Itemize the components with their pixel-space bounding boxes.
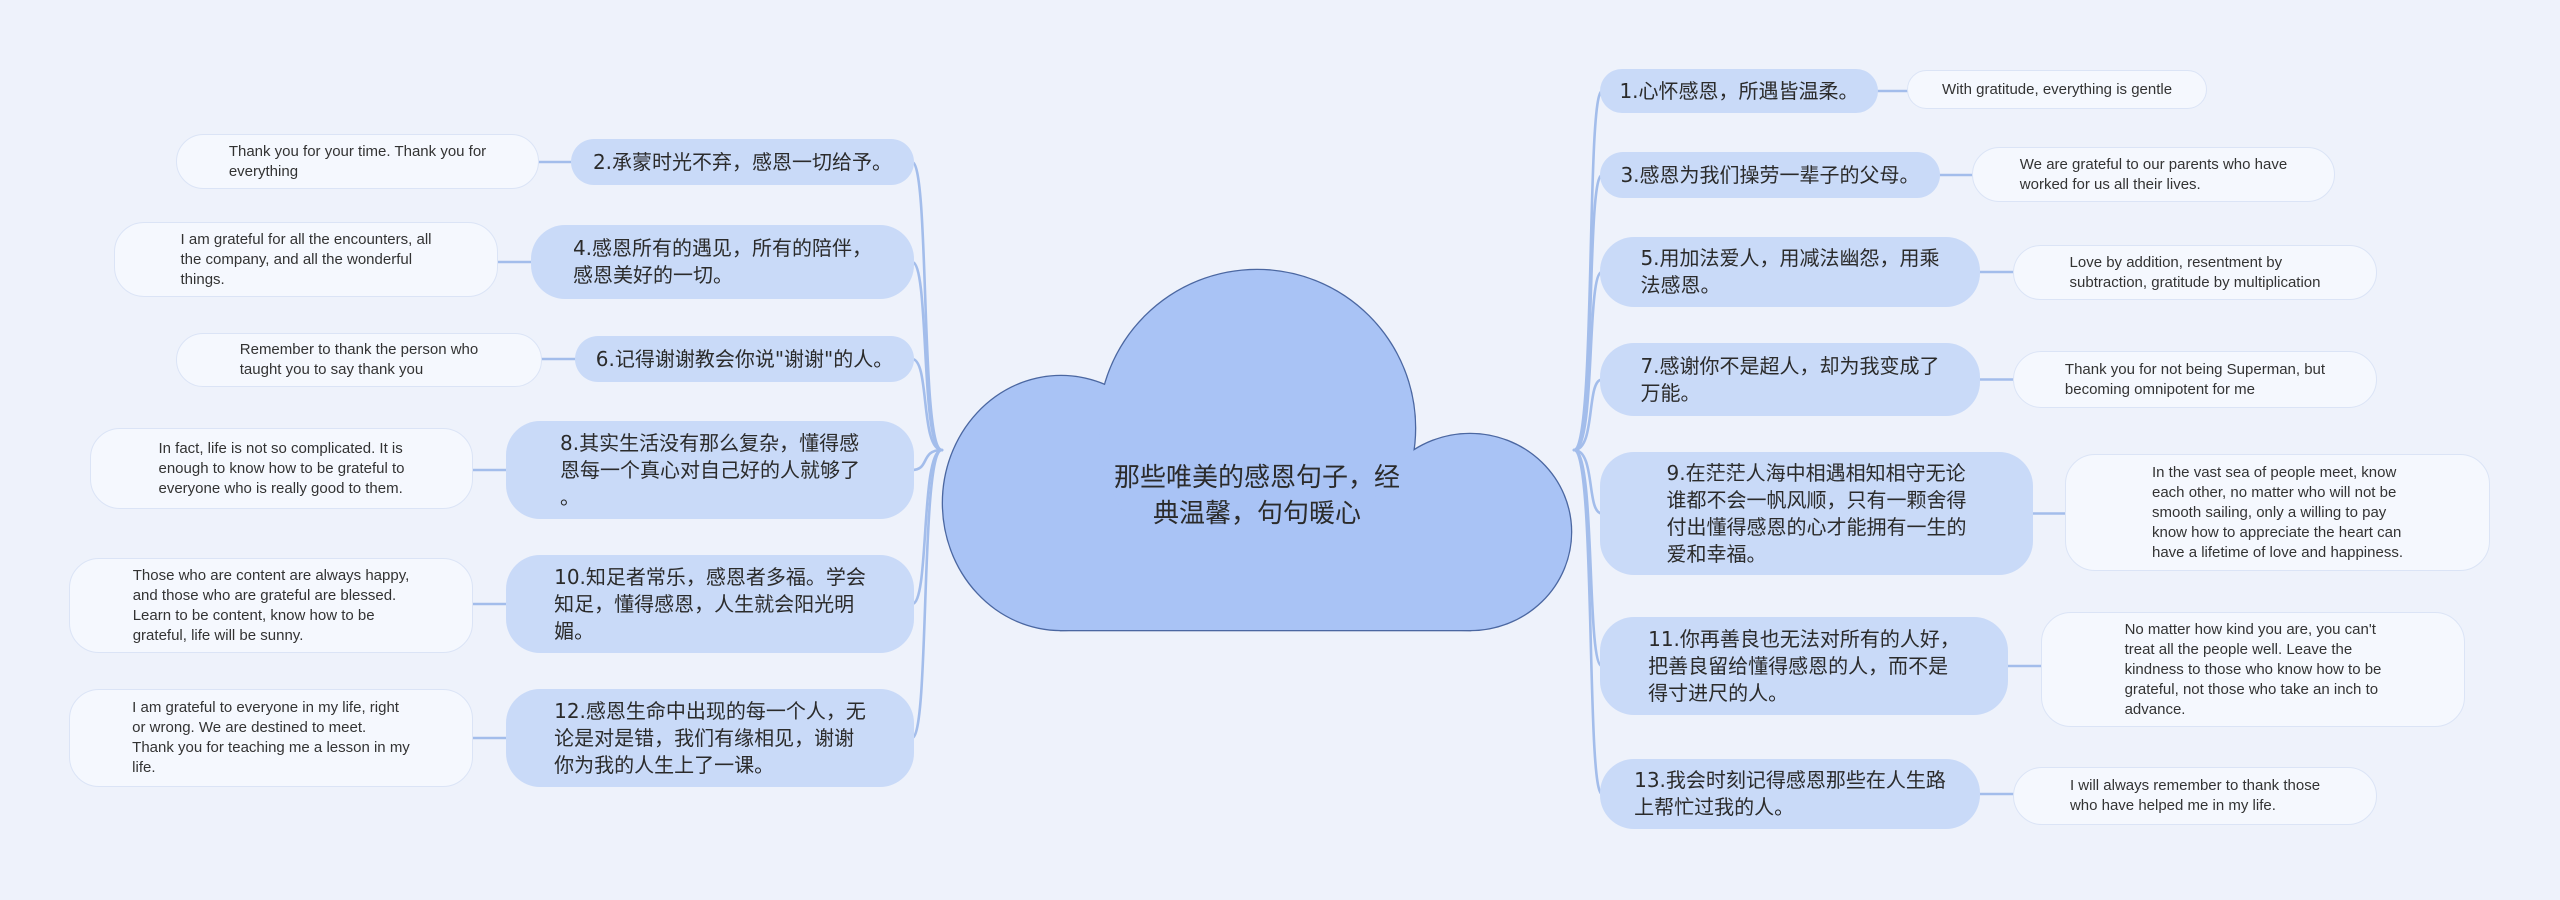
left-topic-1-label: 2.承蒙时光不弃，感恩一切给予。 bbox=[592, 149, 893, 174]
left-note-3-label: Remember to thank the person who taught … bbox=[239, 341, 479, 378]
connector-line bbox=[1572, 448, 1604, 515]
right-note-2-label: We are grateful to our parents who have … bbox=[2019, 155, 2288, 193]
left-topic-4: 8.其实生活没有那么复杂，懂得感 恩每一个真心对自己好的人就够了 。 bbox=[506, 421, 914, 519]
right-topic-5: 9.在茫茫人海中相遇相知相守无论 谁都不会一帆风顺，只有一颗舍得 付出懂得感恩的… bbox=[1600, 452, 2033, 575]
central-topic-cloud bbox=[941, 268, 1573, 632]
connector-line bbox=[910, 448, 944, 740]
right-topic-4: 7.感谢你不是超人，却为我变成了 万能。 bbox=[1600, 343, 1980, 416]
right-note-3-label: Love by addition, resentment by subtract… bbox=[2069, 253, 2321, 291]
left-topic-5-label: 10.知足者常乐，感恩者多福。学会 知足，懂得感恩，人生就会阳光明 媚。 bbox=[554, 564, 866, 643]
right-note-6-label: No matter how kind you are, you can't tr… bbox=[2124, 620, 2382, 718]
right-note-3: Love by addition, resentment by subtract… bbox=[2013, 245, 2377, 300]
left-topic-3: 6.记得谢谢教会你说"谢谢"的人。 bbox=[575, 336, 914, 382]
left-note-5-label: Those who are content are always happy, … bbox=[132, 566, 410, 644]
right-topic-1: 1.心怀感恩，所遇皆温柔。 bbox=[1600, 69, 1878, 113]
left-note-4-label: In fact, life is not so complicated. It … bbox=[158, 439, 405, 497]
left-note-1: Thank you for your time. Thank you for e… bbox=[176, 134, 539, 189]
left-topic-4-label: 8.其实生活没有那么复杂，懂得感 恩每一个真心对自己好的人就够了 。 bbox=[560, 430, 860, 509]
right-topic-5-label: 9.在茫茫人海中相遇相知相守无论 谁都不会一帆风顺，只有一颗舍得 付出懂得感恩的… bbox=[1666, 460, 1967, 566]
right-note-6: No matter how kind you are, you can't tr… bbox=[2041, 612, 2465, 727]
connector-line bbox=[910, 357, 944, 452]
left-note-5: Those who are content are always happy, … bbox=[69, 558, 473, 653]
connector-line bbox=[1572, 173, 1604, 452]
connector-line bbox=[1572, 448, 1604, 668]
left-note-4: In fact, life is not so complicated. It … bbox=[90, 428, 473, 509]
right-topic-4-label: 7.感谢你不是超人，却为我变成了 万能。 bbox=[1640, 353, 1940, 405]
left-topic-3-label: 6.记得谢谢教会你说"谢谢"的人。 bbox=[595, 346, 894, 371]
left-note-1-label: Thank you for your time. Thank you for e… bbox=[228, 142, 487, 180]
right-topic-6-label: 11.你再善良也无法对所有的人好， 把善良留给懂得感恩的人，而不是 得寸进尺的人… bbox=[1648, 626, 1960, 705]
connector-line bbox=[910, 160, 944, 452]
right-topic-2: 3.感恩为我们操劳一辈子的父母。 bbox=[1600, 152, 1940, 198]
left-topic-1: 2.承蒙时光不弃，感恩一切给予。 bbox=[571, 139, 914, 185]
right-topic-7-label: 13.我会时刻记得感恩那些在人生路 上帮忙过我的人。 bbox=[1634, 768, 1946, 819]
connector-line bbox=[910, 260, 944, 452]
right-note-1: With gratitude, everything is gentle bbox=[1907, 70, 2207, 109]
right-note-5: In the vast sea of people meet, know eac… bbox=[2065, 454, 2490, 571]
connector-line bbox=[910, 448, 944, 606]
right-topic-6: 11.你再善良也无法对所有的人好， 把善良留给懂得感恩的人，而不是 得寸进尺的人… bbox=[1600, 617, 2008, 715]
left-note-2: I am grateful for all the encounters, al… bbox=[114, 222, 498, 297]
right-note-5-label: In the vast sea of people meet, know eac… bbox=[2152, 463, 2403, 561]
connector-line bbox=[910, 448, 944, 472]
connector-line bbox=[1572, 270, 1604, 452]
right-topic-1-label: 1.心怀感恩，所遇皆温柔。 bbox=[1619, 78, 1859, 103]
right-note-4-label: Thank you for not being Superman, but be… bbox=[2064, 360, 2326, 398]
connector-line bbox=[1572, 448, 1604, 796]
central-topic-label: 那些唯美的感恩句子，经 典温馨，句句暖心 bbox=[1113, 463, 1400, 529]
right-note-1-label: With gratitude, everything is gentle bbox=[1941, 80, 2173, 98]
right-topic-3: 5.用加法爱人，用减法幽怨，用乘 法感恩。 bbox=[1600, 237, 1980, 307]
right-note-7: I will always remember to thank those wh… bbox=[2013, 767, 2377, 825]
connector-line bbox=[1572, 378, 1604, 452]
right-note-4: Thank you for not being Superman, but be… bbox=[2013, 351, 2377, 408]
left-topic-2-label: 4.感恩所有的遇见，所有的陪伴， 感恩美好的一切。 bbox=[572, 236, 873, 287]
right-note-7-label: I will always remember to thank those wh… bbox=[2069, 777, 2321, 814]
left-note-6-label: I am grateful to everyone in my life, ri… bbox=[132, 699, 410, 776]
right-note-2: We are grateful to our parents who have … bbox=[1972, 147, 2335, 202]
left-topic-2: 4.感恩所有的遇见，所有的陪伴， 感恩美好的一切。 bbox=[531, 225, 914, 299]
left-note-2-label: I am grateful for all the encounters, al… bbox=[180, 230, 432, 288]
left-topic-5: 10.知足者常乐，感恩者多福。学会 知足，懂得感恩，人生就会阳光明 媚。 bbox=[506, 555, 914, 653]
right-topic-7: 13.我会时刻记得感恩那些在人生路 上帮忙过我的人。 bbox=[1600, 759, 1980, 829]
left-topic-6: 12.感恩生命中出现的每一个人，无 论是对是错，我们有缘相见，谢谢 你为我的人生… bbox=[506, 689, 914, 787]
left-note-6: I am grateful to everyone in my life, ri… bbox=[69, 689, 473, 787]
right-topic-2-label: 3.感恩为我们操劳一辈子的父母。 bbox=[1620, 162, 1920, 187]
left-note-3: Remember to thank the person who taught … bbox=[176, 333, 542, 387]
left-topic-6-label: 12.感恩生命中出现的每一个人，无 论是对是错，我们有缘相见，谢谢 你为我的人生… bbox=[554, 698, 866, 777]
right-topic-3-label: 5.用加法爱人，用减法幽怨，用乘 法感恩。 bbox=[1640, 246, 1940, 297]
